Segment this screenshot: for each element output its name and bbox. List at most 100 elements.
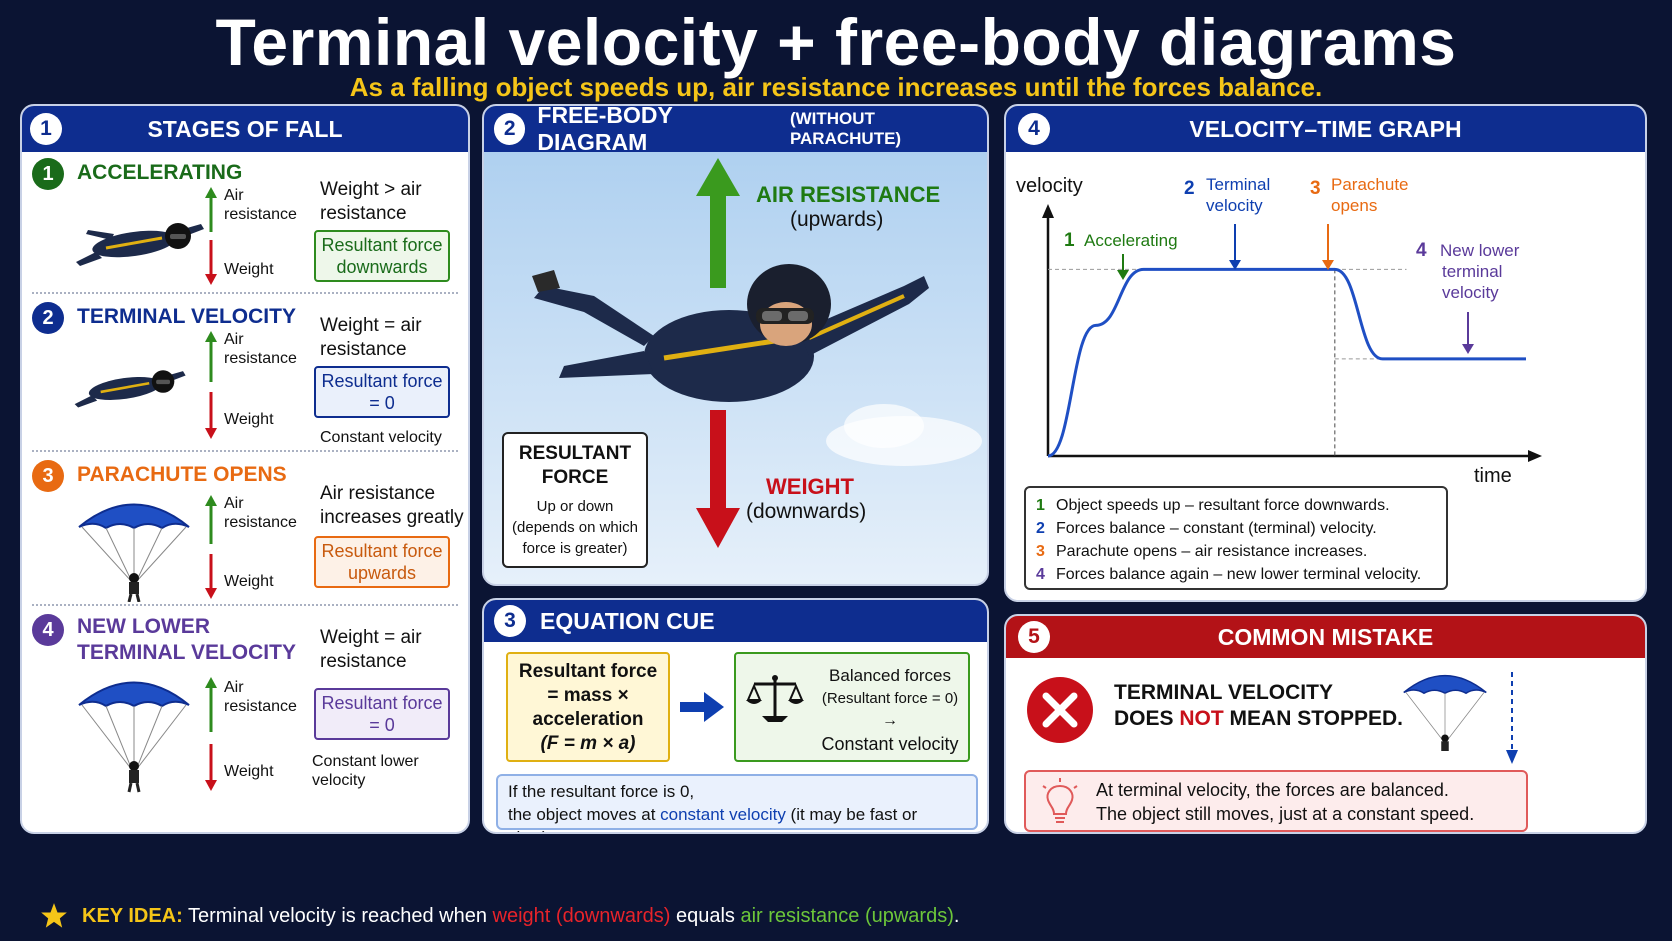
common-mistake-header: 5 COMMON MISTAKE <box>1006 616 1645 658</box>
annotation-line: velocity <box>1206 196 1263 215</box>
legend-text: Forces balance again – new lower termina… <box>1056 566 1422 583</box>
arrow-right-icon <box>680 692 724 722</box>
annotation-text: Terminal velocity <box>1206 175 1270 215</box>
air-resistance-label: Air resistance <box>224 187 297 223</box>
tip-box: At terminal velocity, the forces are bal… <box>1024 770 1528 832</box>
equation-line: Resultant force <box>518 661 658 682</box>
balanced-forces-title: Balanced forces <box>829 666 951 685</box>
stage-title: ACCELERATING <box>77 161 243 184</box>
stage-accelerating: 1 ACCELERATING Air resistance Weight Wei… <box>22 152 468 292</box>
cross-icon <box>1027 677 1093 743</box>
stage-title: PARACHUTE OPENS <box>77 463 287 486</box>
legend-number: 2 <box>1036 520 1045 537</box>
equation-line: acceleration <box>532 709 644 730</box>
balanced-forces-result: Constant velocity <box>821 734 959 754</box>
balance-scale-icon <box>746 675 804 722</box>
annotation-text: Accelerating <box>1084 231 1178 250</box>
stages-panel: 1 STAGES OF FALL 1 ACCELERATING Air resi… <box>20 104 470 834</box>
stage-title: TERMINAL VELOCITY <box>77 305 296 328</box>
resultant-force-box: Resultant force = 0 <box>314 688 450 740</box>
x-axis-arrowhead <box>1528 450 1542 462</box>
stage-parachute-opens: 3 PARACHUTE OPENS Air resistance Weight … <box>22 452 468 604</box>
equation-line: (F = m × a) <box>540 733 636 754</box>
panel-number-badge: 2 <box>494 113 526 145</box>
resultant-force-box: RESULTANT FORCE Up or down (depends on w… <box>502 432 648 568</box>
skydiver-icon <box>74 370 186 408</box>
air-resistance-direction: (upwards) <box>790 208 884 231</box>
equation-panel: 3 EQUATION CUE Resultant force = mass × … <box>482 598 989 834</box>
equation-note-line2: the object moves at constant velocity (i… <box>508 803 966 832</box>
mistake-text: TERMINAL VELOCITY DOES NOT MEAN STOPPED. <box>1114 680 1403 732</box>
panel-number-badge: 5 <box>1018 621 1050 653</box>
weight-direction: (downwards) <box>746 500 867 523</box>
annotation-number: 1 <box>1064 230 1075 251</box>
resultant-force-box: Resultant force upwards <box>314 536 450 588</box>
key-idea-air: air resistance (upwards) <box>740 904 954 927</box>
stage-note: Constant velocity <box>320 429 442 446</box>
panel-number-badge: 3 <box>494 605 526 637</box>
air-resistance-label: AIR RESISTANCE <box>756 182 941 207</box>
resultant-force-box: Resultant force downwards <box>314 230 450 282</box>
free-body-title: FREE-BODY DIAGRAM <box>537 104 673 155</box>
panel-number-badge: 4 <box>1018 113 1050 145</box>
weight-arrow <box>696 410 740 548</box>
stage-divider <box>32 450 458 452</box>
force-relation: Air resistance increases greatly <box>320 483 464 528</box>
equation-note-line1: If the resultant force is 0, <box>508 782 695 801</box>
force-arrows-icon <box>205 495 217 599</box>
free-body-title-note: (WITHOUT PARACHUTE) <box>789 109 902 148</box>
balanced-forces-sub: (Resultant force = 0) <box>821 690 959 707</box>
page-subtitle: As a falling object speeds up, air resis… <box>349 72 1323 102</box>
resultant-force-box: Resultant force = 0 <box>314 366 450 418</box>
annotation-line: opens <box>1331 196 1377 215</box>
annotation-line: terminal <box>1442 262 1502 281</box>
velocity-time-title: VELOCITY–TIME GRAPH <box>1189 115 1462 142</box>
free-body-panel: 2 FREE-BODY DIAGRAM (WITHOUT PARACHUTE) … <box>482 104 989 586</box>
equation-box: Resultant force = mass × acceleration (F… <box>506 652 670 762</box>
weight-label: Weight <box>224 261 274 278</box>
force-arrows-icon <box>205 677 217 791</box>
note-highlight: constant velocity <box>660 805 786 824</box>
key-idea-text: Terminal velocity is reached when <box>182 904 493 927</box>
tip-line2: The object still moves, just at a consta… <box>1096 804 1475 824</box>
key-idea-text: equals <box>670 904 741 927</box>
velocity-time-header: 4 VELOCITY–TIME GRAPH <box>1006 106 1645 152</box>
force-arrows-icon <box>205 331 217 439</box>
mistake-text-part: DOES <box>1114 707 1180 730</box>
dashed-down-arrow-icon <box>1506 672 1518 764</box>
stage-number: 2 <box>32 302 64 334</box>
note-text: (it may be fast or slow). <box>508 805 918 832</box>
annotation-accelerating: 1 Accelerating <box>1064 230 1178 280</box>
velocity-series-line <box>1047 267 1526 458</box>
note-text: the object moves at <box>508 805 661 824</box>
annotation-line: Terminal <box>1206 175 1270 194</box>
common-mistake-title: COMMON MISTAKE <box>1217 623 1434 650</box>
x-axis-label: time <box>1474 465 1512 487</box>
velocity-time-panel: 4 VELOCITY–TIME GRAPH velocity time 1 Ac… <box>1004 104 1647 602</box>
equation-note-box: If the resultant force is 0, the object … <box>496 774 978 832</box>
tip-line1: At terminal velocity, the forces are bal… <box>1096 780 1449 800</box>
stage-number: 3 <box>32 460 64 492</box>
page-title: Terminal velocity + free-body diagrams <box>215 5 1457 79</box>
parachute-icon <box>1403 674 1487 751</box>
stages-header: 1 STAGES OF FALL <box>22 106 468 152</box>
skydiver-icon <box>76 223 204 266</box>
stage-divider <box>32 604 458 606</box>
key-idea-label: KEY IDEA: <box>82 904 183 927</box>
parachute-icon <box>78 681 190 793</box>
mistake-line2: DOES NOT MEAN STOPPED. <box>1114 706 1403 732</box>
balanced-forces-box: Balanced forces (Resultant force = 0) → … <box>734 652 970 762</box>
y-axis-label: velocity <box>1016 175 1083 197</box>
weight-label: Weight <box>224 573 274 590</box>
tip-text: At terminal velocity, the forces are bal… <box>1096 778 1474 826</box>
resultant-force-title: RESULTANT FORCE <box>518 443 632 488</box>
force-relation: Weight > air resistance <box>320 179 422 224</box>
weight-label: WEIGHT <box>766 474 854 499</box>
cloud-icon <box>826 404 982 466</box>
